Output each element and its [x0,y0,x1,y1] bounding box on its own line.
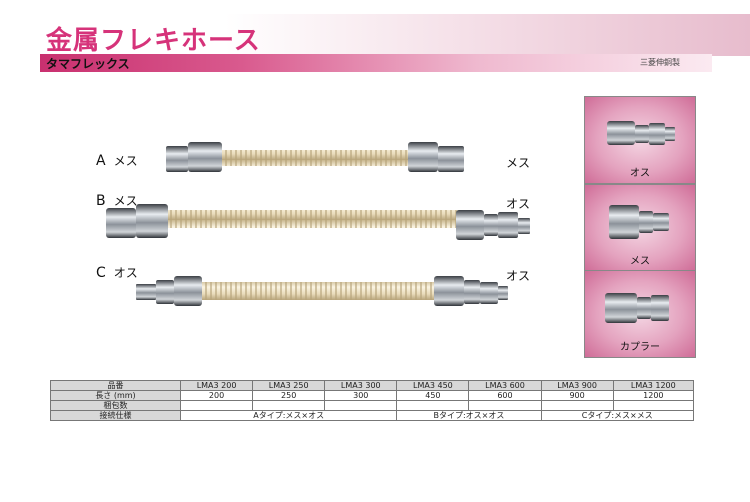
table-cell [612,400,695,411]
table-row: 接続仕様 Aタイプ:メス×オス Bタイプ:オス×オス Cタイプ:メス×メス [50,410,695,421]
hose-b [106,204,530,240]
table-cell [540,400,614,411]
table-cell: 900 [540,390,614,401]
fitting-panel-male: オス [584,96,696,184]
hose-label-c: C オス [96,264,138,281]
hose-letter: B [96,193,106,209]
coupler-fitting-illustration [605,293,669,323]
table-cell: LMA3 600 [468,380,542,391]
table-cell: LMA3 900 [540,380,614,391]
table-cell: 250 [252,390,326,401]
hose-label-b: B メス [96,192,138,209]
connection-type-cell: Bタイプ:オス×オス [396,410,542,421]
hose-letter: A [96,153,106,169]
table-cell [468,400,542,411]
table-cell: 200 [179,390,254,401]
maker-label: 三菱伸銅製 [640,58,680,67]
fitting-panel-coupler: カプラー [584,270,696,358]
hose-a [166,142,464,172]
connection-type-cell: Aタイプ:メス×オス [179,410,398,421]
table-cell: 450 [396,390,470,401]
row-label: 接続仕様 [50,410,181,421]
hose-left-end: メス [113,154,138,168]
fitting-panel-female: メス [584,184,696,272]
table-row: 梱包数 [50,400,695,411]
table-cell [396,400,470,411]
subtitle-band [40,54,712,72]
hose-label-a: A メス [96,152,138,169]
fitting-caption-male: オス [630,168,650,179]
page-title: 金属フレキホース [46,26,261,56]
table-cell [324,400,398,411]
table-cell: LMA3 250 [252,380,326,391]
hose-c [136,276,508,306]
row-label: 長さ (mm) [50,390,181,401]
row-label: 梱包数 [50,400,181,411]
product-subtitle: タマフレックス [46,57,130,71]
hose-left-end: メス [113,194,138,208]
male-fitting-illustration [607,121,675,145]
table-cell [179,400,254,411]
title-band [0,14,750,56]
female-fitting-illustration [609,205,669,239]
table-cell: LMA3 300 [324,380,398,391]
table-cell: LMA3 200 [179,380,254,391]
hose-right-end-c: オス [506,269,531,283]
hose-right-end-a: メス [506,156,531,170]
fitting-caption-coupler: カプラー [620,342,660,353]
hose-letter: C [96,265,106,281]
table-cell: LMA3 450 [396,380,470,391]
connection-type-cell: Cタイプ:メス×メス [540,410,695,421]
table-row: 品番 LMA3 200 LMA3 250 LMA3 300 LMA3 450 L… [50,380,695,391]
hose-right-end-b: オス [506,197,531,211]
table-cell: 600 [468,390,542,401]
fitting-caption-female: メス [630,256,650,267]
spec-table: 品番 LMA3 200 LMA3 250 LMA3 300 LMA3 450 L… [50,380,695,421]
table-row: 長さ (mm) 200 250 300 450 600 900 1200 [50,390,695,401]
table-cell [252,400,326,411]
hose-left-end: オス [113,266,138,280]
table-cell: 1200 [612,390,695,401]
table-cell: 300 [324,390,398,401]
table-cell: LMA3 1200 [612,380,695,391]
row-label: 品番 [50,380,181,391]
